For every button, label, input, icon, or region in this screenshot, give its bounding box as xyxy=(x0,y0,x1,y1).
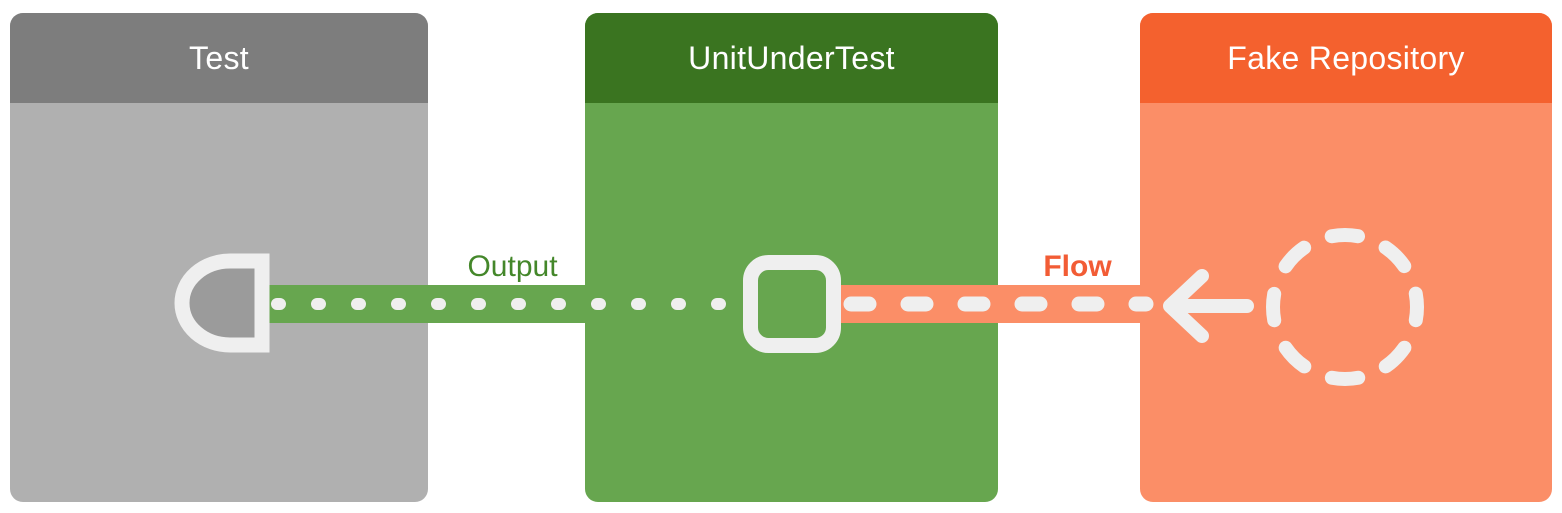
box-fake-repository-title: Fake Repository xyxy=(1227,39,1465,76)
box-test-header: Test xyxy=(10,13,428,103)
box-test-title: Test xyxy=(189,39,249,76)
flow-connection-band xyxy=(800,285,1140,323)
box-unit-under-test-title: UnitUnderTest xyxy=(688,39,895,76)
output-connection-band xyxy=(230,285,585,323)
box-test: Test xyxy=(10,13,428,502)
flow-label: Flow xyxy=(1043,250,1112,283)
box-fake-repository: Fake Repository xyxy=(1140,13,1552,502)
output-label: Output xyxy=(467,250,558,283)
box-fake-repository-header: Fake Repository xyxy=(1140,13,1552,103)
box-unit-under-test: UnitUnderTest xyxy=(585,13,998,502)
box-unit-under-test-header: UnitUnderTest xyxy=(585,13,998,103)
